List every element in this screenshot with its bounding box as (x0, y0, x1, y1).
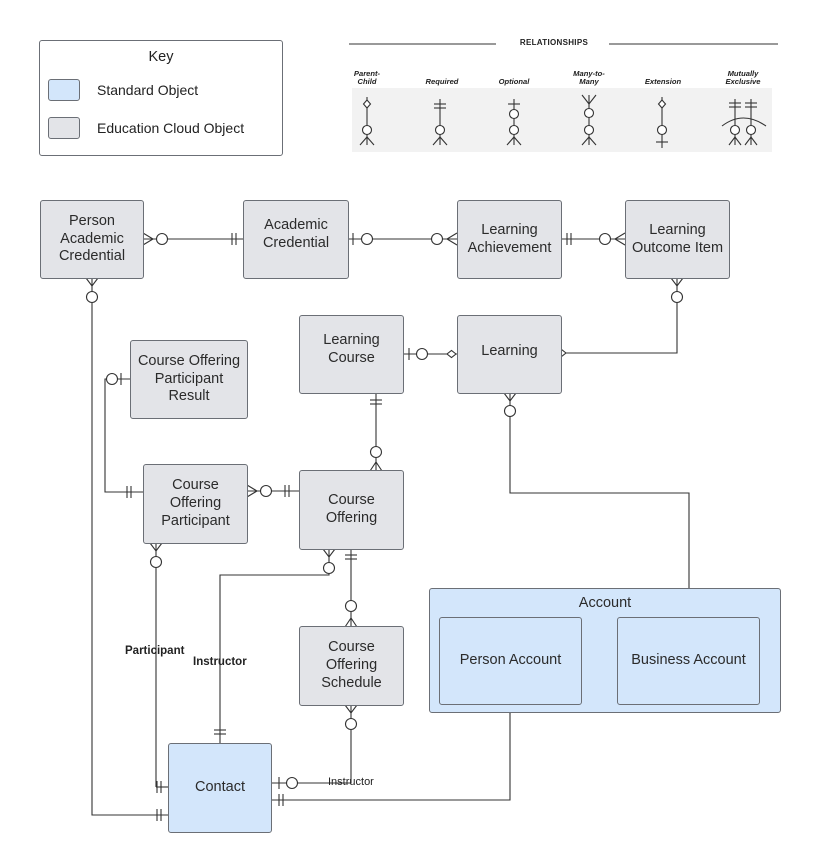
instructor-schedule-line-label: Instructor (328, 776, 374, 788)
parent-child-label: Parent-Child (353, 69, 381, 86)
education-cloud-object-label: Education Cloud Object (97, 120, 245, 136)
legend-title: Key (148, 49, 174, 65)
legend-key: Key Standard Object Education Cloud Obje… (39, 40, 283, 156)
business-account-label: Business Account (631, 652, 746, 669)
person-account-entity: Person Account (439, 617, 582, 705)
optional-symbol (506, 99, 522, 146)
person-account-label: Person Account (459, 652, 562, 669)
mutually-exclusive-symbol (721, 99, 767, 146)
learning-entity: Learning (457, 315, 562, 394)
required-label: Required (425, 77, 459, 86)
extension-symbol (656, 97, 668, 148)
account-title: Account (578, 595, 632, 611)
participant-line-label: Participant (125, 645, 185, 657)
optional-label: Optional (498, 77, 530, 86)
required-symbol (432, 99, 448, 146)
many-to-many-label: Many-to-Many (573, 69, 605, 86)
standard-object-swatch (48, 79, 80, 101)
contact-entity: Contact (168, 743, 272, 833)
extension-label: Extension (644, 77, 682, 86)
instructor-line-label: Instructor (193, 656, 247, 668)
business-account-entity: Business Account (617, 617, 760, 705)
parent-child-symbol (359, 97, 375, 146)
many-to-many-symbol (581, 94, 597, 146)
relationships-title: RELATIONSHIPS (519, 38, 589, 47)
standard-object-label: Standard Object (97, 82, 199, 98)
education-cloud-object-swatch (48, 117, 80, 139)
